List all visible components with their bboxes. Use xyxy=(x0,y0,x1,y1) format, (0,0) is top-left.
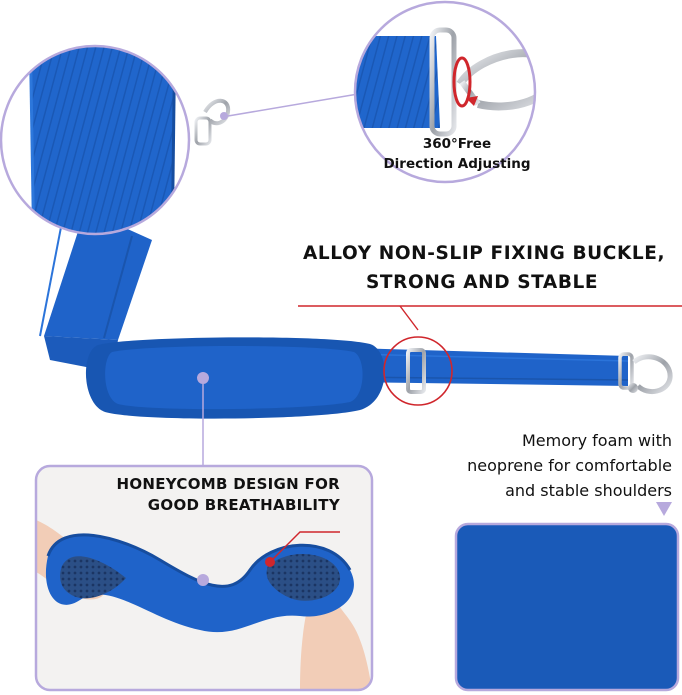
pad-callout-dot xyxy=(197,372,209,384)
buckle-title-line1: ALLOY NON-SLIP FIXING BUCKLE, xyxy=(303,243,666,264)
buckle-highlight-circle xyxy=(383,336,453,406)
honeycomb-dot-lavender xyxy=(197,574,209,586)
buckle xyxy=(383,336,453,406)
foam-caption-line1: Memory foam with xyxy=(522,431,672,450)
right-swivel-hook xyxy=(618,352,673,395)
honeycomb-caption-line2: GOOD BREATHABILITY xyxy=(147,496,340,514)
webbing-closeup xyxy=(0,44,359,236)
shoulder-pad xyxy=(85,337,385,465)
honeycomb-closeup xyxy=(34,464,374,692)
swivel-closeup xyxy=(353,0,537,184)
foam-swatch xyxy=(454,502,680,692)
swivel-caption: 360°Free Direction Adjusting xyxy=(372,134,542,174)
foam-caption: Memory foam with neoprene for comfortabl… xyxy=(467,428,672,503)
buckle-callout-line xyxy=(298,305,682,331)
swivel-caption-line2: Direction Adjusting xyxy=(383,156,531,172)
foam-caption-line3: and stable shoulders xyxy=(505,481,672,500)
honeycomb-caption: HONEYCOMB DESIGN FOR GOOD BREATHABILITY xyxy=(84,474,340,516)
honeycomb-caption-line1: HONEYCOMB DESIGN FOR xyxy=(116,475,340,493)
swivel-caption-line1: 360°Free xyxy=(422,136,492,152)
buckle-title-line2: STRONG AND STABLE xyxy=(366,272,599,293)
foam-caption-line2: neoprene for comfortable xyxy=(467,456,672,475)
webbing-callout-dot xyxy=(220,112,228,120)
